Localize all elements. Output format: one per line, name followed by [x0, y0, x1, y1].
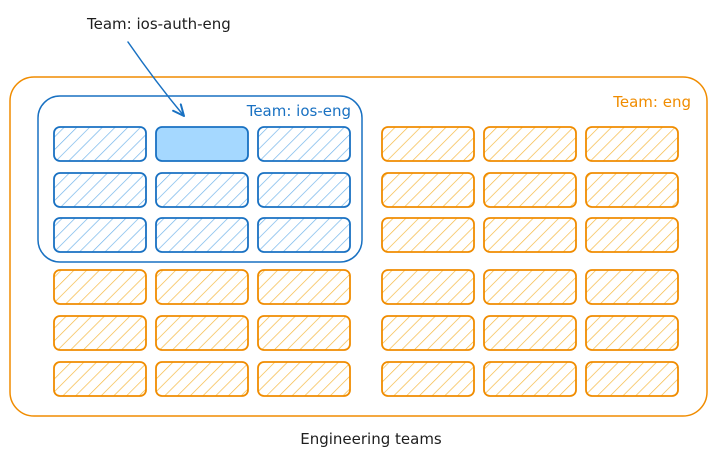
ios-eng-block [257, 172, 351, 208]
eng-block [381, 269, 475, 305]
ios-auth-eng-block [155, 126, 249, 162]
eng-block [585, 217, 679, 253]
eng-team-group: Team: eng [9, 76, 708, 417]
eng-block [155, 361, 249, 397]
ios-eng-block [257, 126, 351, 162]
eng-block [155, 269, 249, 305]
ios-auth-eng-callout: Team: ios-auth-eng [86, 15, 231, 117]
ios-eng-block [53, 126, 147, 162]
ios-eng-block [155, 217, 249, 253]
eng-team-boundary [9, 76, 708, 417]
ios-eng-block [257, 217, 351, 253]
eng-block [381, 361, 475, 397]
eng-block [381, 126, 475, 162]
ios-eng-team-label: Team: ios-eng [246, 102, 351, 120]
ios-eng-team-boundary [37, 95, 363, 263]
eng-block [585, 172, 679, 208]
eng-block [483, 172, 577, 208]
eng-block [257, 269, 351, 305]
eng-block [257, 361, 351, 397]
ios-eng-block [53, 217, 147, 253]
ios-eng-block [155, 172, 249, 208]
eng-block [381, 315, 475, 351]
eng-block [483, 269, 577, 305]
ios-eng-member-blocks [53, 126, 351, 253]
eng-block [585, 269, 679, 305]
eng-block [483, 315, 577, 351]
callout-arrow [127, 41, 185, 117]
eng-block [381, 217, 475, 253]
eng-member-blocks [53, 126, 679, 397]
eng-block [155, 315, 249, 351]
eng-block [585, 126, 679, 162]
eng-block [381, 172, 475, 208]
eng-block [585, 315, 679, 351]
ios-auth-eng-label: Team: ios-auth-eng [86, 15, 231, 33]
eng-block [483, 126, 577, 162]
eng-block [585, 361, 679, 397]
eng-team-label: Team: eng [612, 93, 691, 111]
eng-block [257, 315, 351, 351]
eng-block [483, 217, 577, 253]
eng-block [53, 269, 147, 305]
eng-block [53, 315, 147, 351]
ios-eng-block [53, 172, 147, 208]
eng-block [53, 361, 147, 397]
eng-block [483, 361, 577, 397]
ios-eng-team-group: Team: ios-eng [37, 95, 363, 263]
diagram-caption: Engineering teams [300, 430, 442, 448]
